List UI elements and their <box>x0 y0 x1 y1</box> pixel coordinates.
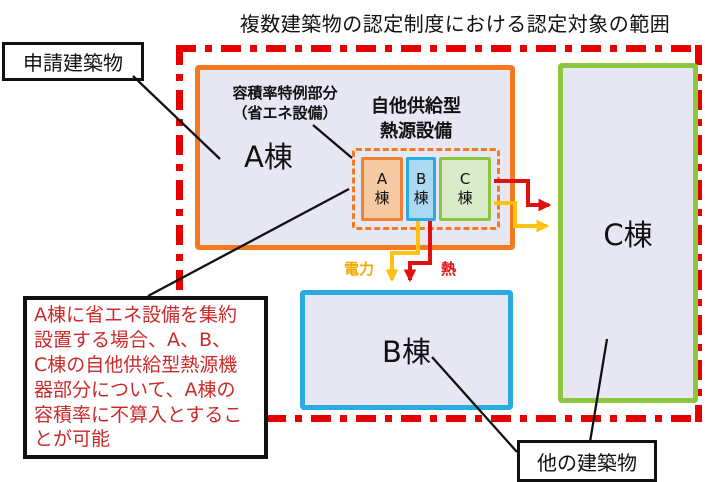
unit-b: B 棟 <box>405 157 437 221</box>
other-buildings-callout: 他の建築物 <box>517 440 657 482</box>
building-b-name: B棟 <box>382 335 431 369</box>
building-c-name: C棟 <box>603 218 653 252</box>
building-c-box: C棟 <box>558 63 698 403</box>
building-a-box: 容積率特例部分 （省エネ設備） 自他供給型 熱源設備 A棟 A 棟 B 棟 C … <box>195 65 515 250</box>
exemption-note-box: A棟に省エネ設備を集約 設置する場合、A、B、 C棟の自他供給型熱源機 器部分に… <box>23 296 268 460</box>
floor-area-exception-label: 容積率特例部分 （省エネ設備） <box>232 84 338 122</box>
building-a-name: A棟 <box>244 140 293 174</box>
heat-flow-label: 熱 <box>441 260 457 278</box>
unit-c: C 棟 <box>439 157 491 221</box>
diagram-title: 複数建築物の認定制度における認定対象の範囲 <box>239 12 671 36</box>
heat-source-unit-group: A 棟 B 棟 C 棟 <box>352 148 500 230</box>
building-b-box: B棟 <box>300 290 513 410</box>
boundary-top-edge <box>176 45 702 52</box>
other-buildings-label: 他の建築物 <box>537 450 637 475</box>
heat-source-equipment-label: 自他供給型 熱源設備 <box>371 96 461 143</box>
applicant-building-label: 申請建築物 <box>23 51 123 75</box>
applicant-building-callout: 申請建築物 <box>2 42 144 81</box>
boundary-right-edge <box>695 45 702 422</box>
electricity-flow-label: 電力 <box>344 260 375 278</box>
unit-a: A 棟 <box>361 157 403 221</box>
